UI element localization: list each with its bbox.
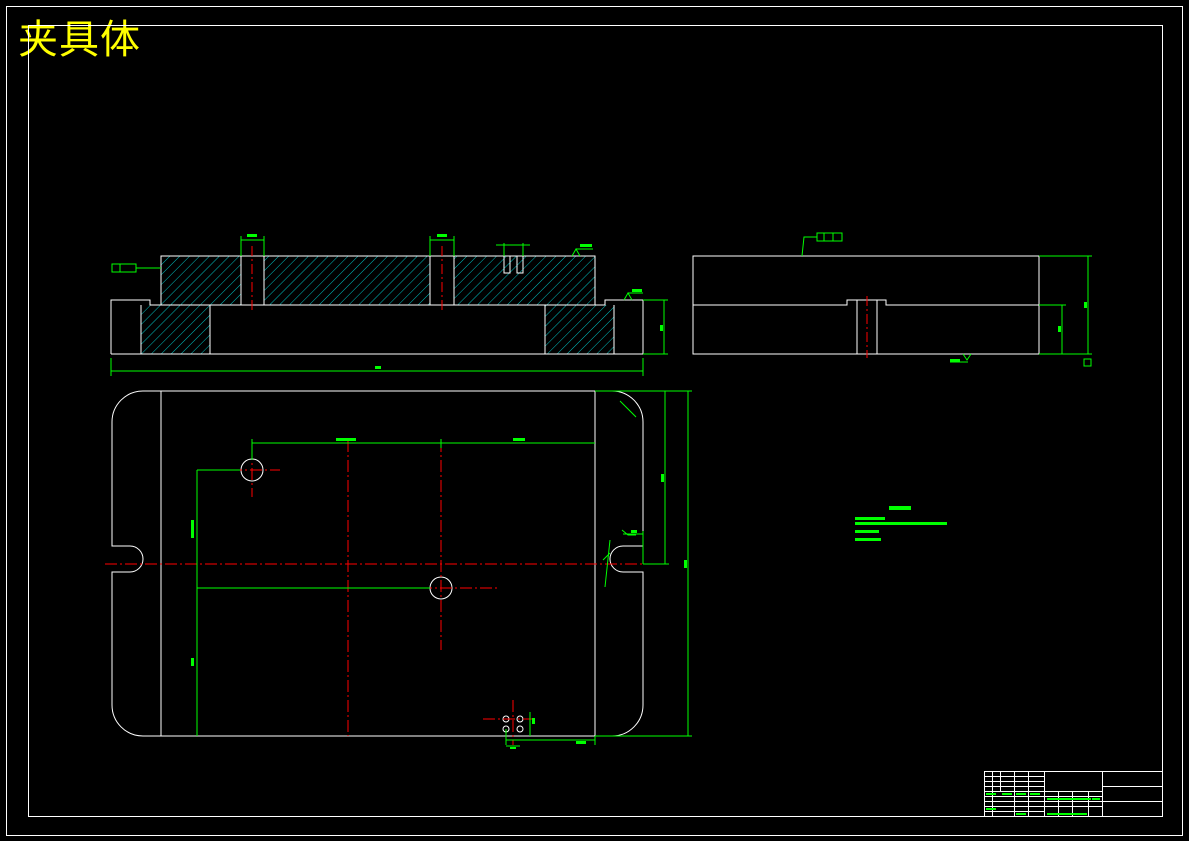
title-block-text-marks — [986, 793, 1100, 815]
section-hatch — [141, 256, 614, 354]
front-section-view — [110, 234, 668, 376]
side-view — [692, 232, 1092, 367]
plan-view — [105, 390, 692, 749]
section-dimensions — [110, 234, 668, 376]
sheet-frame — [6, 6, 1183, 836]
drawing-title: 夹具体 — [18, 17, 141, 63]
title-block — [984, 771, 1163, 817]
technical-notes — [855, 506, 947, 541]
section-centerlines — [251, 246, 443, 310]
